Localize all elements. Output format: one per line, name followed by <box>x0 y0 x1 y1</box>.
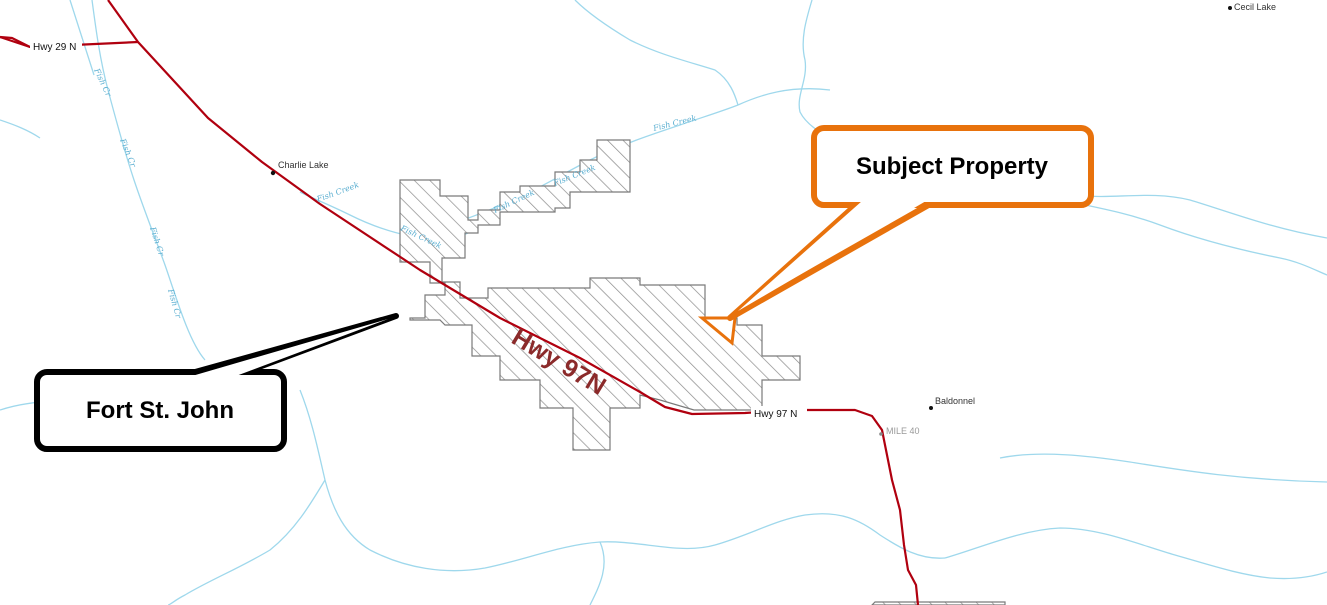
mile-40-point <box>879 432 883 436</box>
subject-property-callout-box <box>811 125 1094 208</box>
river-peace-branch <box>167 479 326 605</box>
creek-label-fish-cr-1: Fish Cr <box>92 66 114 99</box>
subject-property-callout-text: Subject Property <box>856 153 1049 180</box>
hwy-97-small-label: Hwy 97 N <box>754 409 797 420</box>
creek-label-fish-creek-1: Fish Creek <box>651 113 697 133</box>
river-left-top <box>0 119 41 139</box>
baldonnel-point <box>929 406 933 410</box>
fort-st-john-callout-box <box>34 369 287 452</box>
river-bottom-right <box>944 527 1327 580</box>
hwy-29-label-bg <box>30 39 82 53</box>
hwy-29-spur <box>0 35 31 48</box>
fish-creek-west-drainage <box>91 0 206 361</box>
creek-left-branch <box>69 0 95 76</box>
mile-40-label: MILE 40 <box>886 426 920 436</box>
creek-label-fish-cr-3: Fish Cr <box>148 225 166 258</box>
fort-st-john-callout: Fort St. John <box>34 313 399 452</box>
subject-property-callout: Subject Property <box>727 125 1094 321</box>
charlie-lake-point <box>270 170 276 176</box>
southern-boundary-strip <box>871 601 1006 605</box>
hwy-97-small-label-bg <box>751 406 807 420</box>
river-bottom-center <box>589 541 605 605</box>
subject-property-callout-pointer <box>727 200 934 321</box>
fort-st-john-callout-pointer-fill <box>192 319 388 376</box>
charlie-lake-label: Charlie Lake <box>278 160 329 170</box>
subject-property-polygon[interactable] <box>697 316 737 346</box>
creek-label-fish-cr-4: Fish Cr <box>166 287 183 320</box>
river-peace-main <box>299 389 946 572</box>
fort-st-john-callout-pointer <box>187 313 399 377</box>
fort-st-john-callout-text: Fort St. John <box>86 397 234 424</box>
subject-property-callout-pointer-fill <box>738 201 926 311</box>
cecil-lake-label: Cecil Lake <box>1234 2 1276 12</box>
creek-label-fish-creek-4: Fish Creek <box>315 180 361 204</box>
hwy-97-road <box>107 0 920 605</box>
hwy-29-label: Hwy 29 N <box>33 42 76 53</box>
river-upper-right-2 <box>1079 194 1327 239</box>
cecil-lake-point <box>1228 6 1232 10</box>
fort-st-john-boundary <box>399 139 801 451</box>
river-lower-right <box>999 453 1327 483</box>
river-top-center <box>574 0 739 106</box>
creek-label-fish-cr-2: Fish Cr <box>118 136 138 169</box>
baldonnel-label: Baldonnel <box>935 396 975 406</box>
fish-creek-north-branch <box>737 88 831 106</box>
